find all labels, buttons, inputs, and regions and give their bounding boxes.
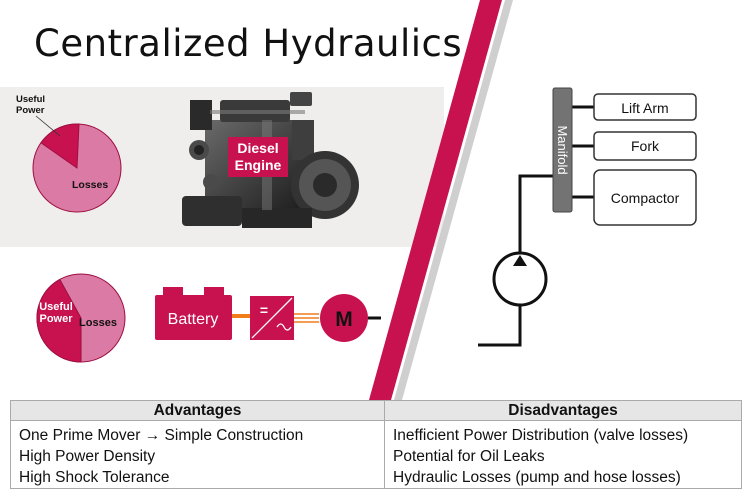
pie-bottom-losses-label: Losses: [79, 317, 117, 329]
engine-label-line2: Engine: [235, 157, 282, 173]
disadvantage-cell: Hydraulic Losses (pump and hose losses): [384, 467, 742, 489]
pie-chart-diesel: [32, 123, 122, 213]
inverter-icon: [250, 296, 294, 340]
power-cable: [232, 313, 319, 323]
disadvantage-cell: Inefficient Power Distribution (valve lo…: [384, 420, 742, 446]
table-row: One Prime Mover → Simple Construction In…: [10, 420, 742, 446]
manifold-block: [552, 87, 573, 213]
disadvantage-cell: Potential for Oil Leaks: [384, 446, 742, 467]
pie-useful-slice: [36, 278, 82, 363]
fork-box: [593, 131, 697, 161]
battery-icon: [155, 287, 232, 340]
advantages-table: Advantages Disadvantages One Prime Mover…: [10, 400, 742, 489]
advantages-header: Advantages: [10, 400, 385, 421]
page-title: Centralized Hydraulics: [34, 22, 463, 65]
compactor-label: Compactor: [611, 190, 680, 206]
advantage-cell: One Prime Mover → Simple Construction: [10, 420, 385, 446]
lift-arm-box: [593, 93, 697, 121]
diagonal-stripe-red: [369, 0, 502, 400]
fork-label: Fork: [631, 138, 660, 154]
pie-chart-electric: [36, 273, 126, 363]
pie-top-useful-label-line1: Useful: [16, 94, 45, 105]
table-row: High Power Density Potential for Oil Lea…: [10, 446, 742, 467]
lift-arm-label: Lift Arm: [621, 100, 668, 116]
diagonal-stripe-gray: [394, 0, 513, 400]
motor-icon: [320, 294, 368, 342]
disadvantages-header: Disadvantages: [384, 400, 742, 421]
battery-label: Battery: [168, 311, 219, 328]
pie-bottom-useful-label-line1: Useful: [39, 301, 73, 313]
engine-label-line1: Diesel: [237, 140, 278, 156]
pie-top-useful-label-line2: Power: [16, 105, 45, 116]
pie-top-losses-label: Losses: [72, 179, 108, 191]
advantage-cell: High Shock Tolerance: [10, 467, 385, 489]
advantage-cell: High Power Density: [10, 446, 385, 467]
compactor-box: [593, 169, 697, 226]
pie-useful-slice: [40, 123, 80, 169]
table-row: High Shock Tolerance Hydraulic Losses (p…: [10, 467, 742, 489]
pie-top-leader-line: [35, 115, 61, 137]
hydraulic-lines: [478, 105, 594, 347]
table-header-row: Advantages Disadvantages: [10, 400, 742, 421]
diesel-engine-image: [182, 92, 359, 228]
inverter-dc-symbol: =: [260, 302, 268, 318]
hydraulic-pump-icon: [492, 251, 548, 307]
pie-bottom-useful-label-line2: Power: [39, 313, 73, 325]
motor-label: M: [335, 308, 353, 331]
manifold-label: Manifold: [555, 125, 570, 174]
